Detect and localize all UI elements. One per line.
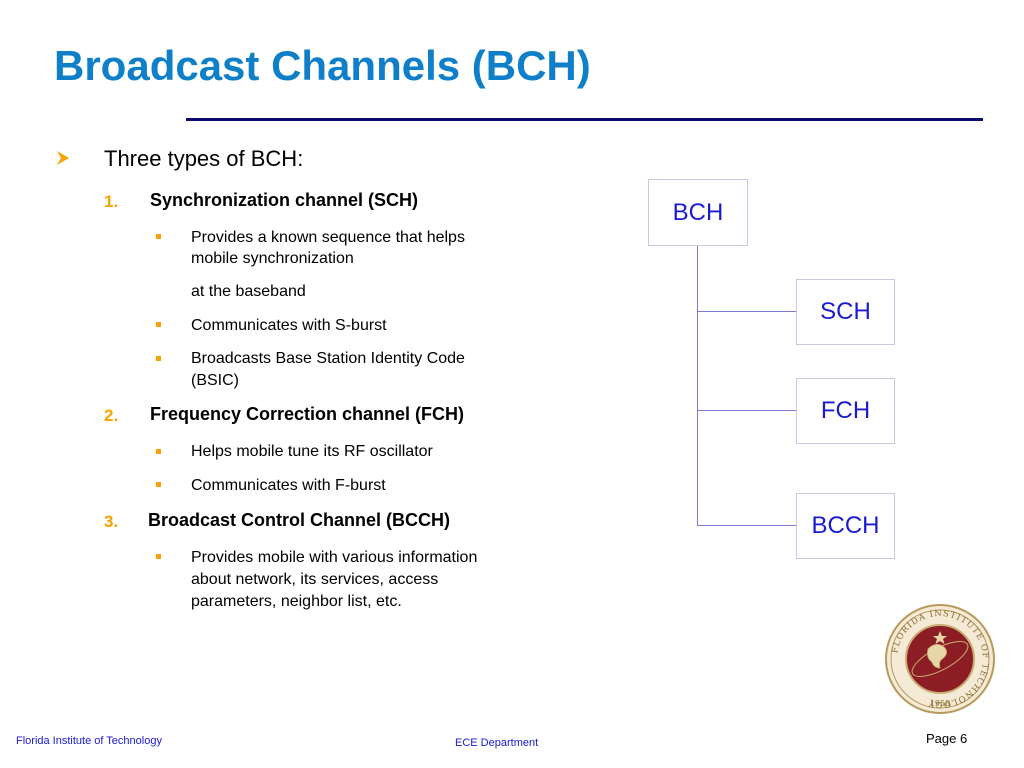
section-2-heading: Frequency Correction channel (FCH)	[150, 404, 465, 424]
section-2-number: 2.	[104, 406, 119, 425]
section-1-number: 1.	[104, 192, 119, 211]
slide-title: Broadcast Channels (BCH)	[54, 42, 591, 89]
title-divider	[186, 118, 983, 121]
svg-text:1958: 1958	[930, 699, 950, 708]
bullet-text: Communicates with S-burst	[191, 317, 387, 334]
diagram-node-bcch: BCCH	[796, 493, 895, 559]
bullet-square-icon	[156, 449, 161, 454]
diagram-branch-line	[697, 311, 797, 312]
bullet-text: Helps mobile tune its RF oscillator	[191, 443, 433, 460]
bullet-text: about network, its services, access	[191, 571, 439, 588]
arrow-bullet-icon	[57, 151, 69, 165]
bullet-square-icon	[156, 322, 161, 327]
section-3-heading: Broadcast Control Channel (BCCH)	[148, 510, 451, 530]
diagram-trunk-line	[697, 245, 698, 526]
bullet-text: parameters, neighbor list, etc.	[191, 593, 402, 610]
bullet-text: mobile synchronization	[191, 250, 354, 267]
section-3-number: 3.	[104, 512, 119, 531]
bullet-square-icon	[156, 554, 161, 559]
bullet-square-icon	[156, 356, 161, 361]
bullet-square-icon	[156, 482, 161, 487]
diagram-node-bch: BCH	[648, 179, 748, 246]
bullet-text: Provides mobile with various information	[191, 549, 478, 566]
bullet-text: Communicates with F-burst	[191, 477, 386, 494]
bullet-square-icon	[156, 234, 161, 239]
diagram-branch-line	[697, 410, 797, 411]
diagram-node-sch: SCH	[796, 279, 895, 345]
bullet-text: (BSIC)	[191, 372, 239, 389]
university-seal-logo: FLORIDA INSTITUTE OF TECHNOLOGY 1958	[885, 604, 995, 714]
intro-text: Three types of BCH:	[104, 146, 304, 171]
diagram-branch-line	[697, 525, 797, 526]
bullet-text: Provides a known sequence that helps	[191, 229, 465, 246]
diagram-node-fch: FCH	[796, 378, 895, 444]
footer-institution: Florida Institute of Technology	[16, 735, 162, 747]
section-1-heading: Synchronization channel (SCH)	[150, 190, 419, 210]
page-number: Page 6	[926, 731, 968, 746]
footer-department: ECE Department	[455, 737, 539, 749]
bullet-text: Broadcasts Base Station Identity Code	[191, 350, 465, 367]
bullet-text: at the baseband	[191, 283, 306, 300]
